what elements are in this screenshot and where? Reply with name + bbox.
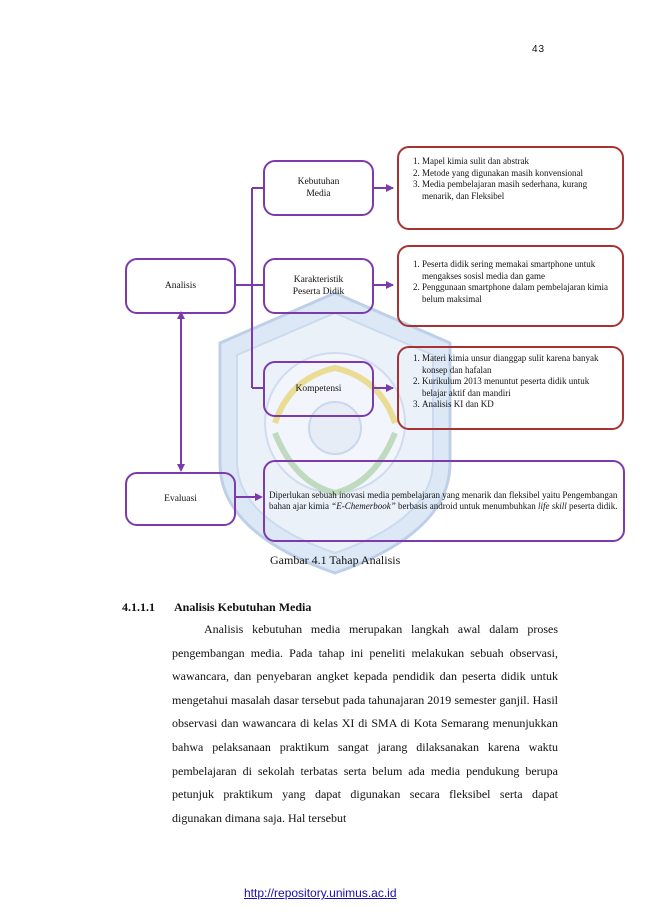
- conclusion-text: Diperlukan sebuah inovasi media pembelaj…: [269, 489, 618, 512]
- body-paragraph: Analisis kebutuhan media merupakan langk…: [172, 618, 558, 830]
- detail-item: Peserta didik sering memakai smartphone …: [422, 259, 614, 282]
- section-number: 4.1.1.1: [122, 600, 155, 614]
- paragraph-text: Analisis kebutuhan media merupakan langk…: [172, 622, 558, 825]
- analisis-label: Analisis: [164, 281, 197, 291]
- evaluasi-label: Evaluasi: [164, 494, 197, 504]
- section-heading: 4.1.1.1 Analisis Kebutuhan Media: [122, 600, 311, 615]
- karakteristik-detail: Peserta didik sering memakai smartphone …: [397, 245, 624, 327]
- detail-item: Mapel kimia sulit dan abstrak: [422, 156, 614, 168]
- section-title: Analisis Kebutuhan Media: [174, 600, 312, 614]
- kebutuhan-media-label: Kebutuhan Media: [297, 177, 340, 199]
- detail-item: Penggunaan smartphone dalam pembelajaran…: [422, 282, 614, 305]
- kompetensi-detail: Materi kimia unsur dianggap sulit karena…: [397, 346, 624, 430]
- kebutuhan-media-detail: Mapel kimia sulit dan abstrak Metode yan…: [397, 146, 624, 230]
- detail-item: Materi kimia unsur dianggap sulit karena…: [422, 353, 614, 376]
- kompetensi-label: Kompetensi: [295, 384, 342, 394]
- kebutuhan-media-node: Kebutuhan Media: [263, 160, 374, 216]
- kompetensi-node: Kompetensi: [263, 361, 374, 417]
- figure-caption: Gambar 4.1 Tahap Analisis: [270, 553, 401, 567]
- conclusion-box: Diperlukan sebuah inovasi media pembelaj…: [263, 460, 625, 542]
- detail-item: Kurikulum 2013 menuntut peserta didik un…: [422, 376, 614, 399]
- analisis-node: Analisis: [125, 258, 236, 314]
- evaluasi-node: Evaluasi: [125, 472, 236, 526]
- detail-item: Analisis KI dan KD: [422, 399, 614, 411]
- repository-link[interactable]: http://repository.unimus.ac.id: [244, 886, 397, 900]
- karakteristik-node: Karakteristik Peserta Didik: [263, 258, 374, 314]
- detail-item: Metode yang digunakan masih konvensional: [422, 168, 614, 180]
- page-number: 43: [532, 44, 546, 55]
- karakteristik-label: Karakteristik Peserta Didik: [292, 275, 345, 297]
- detail-item: Media pembelajaran masih sederhana, kura…: [422, 179, 614, 202]
